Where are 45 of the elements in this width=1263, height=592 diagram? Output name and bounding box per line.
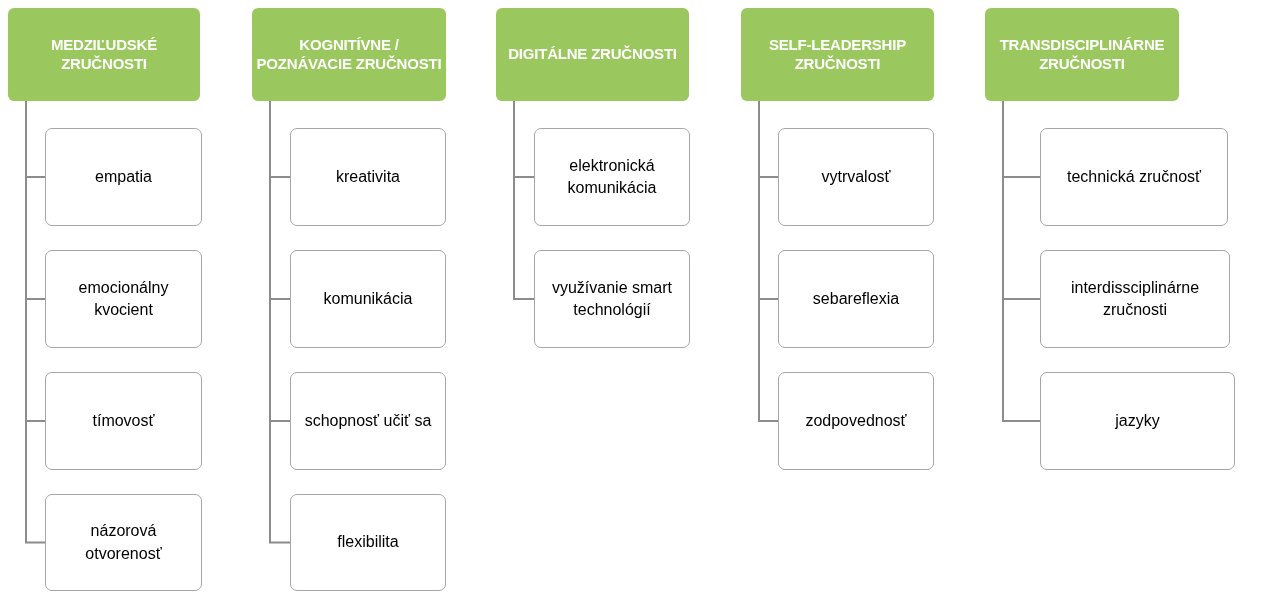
skill-box (45, 128, 202, 226)
category-title: TRANSDISCIPLINÁRNE ZRUČNOSTI (998, 35, 1166, 74)
category-title: MEDZIĽUDSKÉ ZRUČNOSTI (49, 35, 159, 74)
skill-box (45, 250, 202, 348)
skill-box (290, 128, 446, 226)
skill-box (1040, 250, 1230, 348)
skill-box (778, 372, 934, 470)
skill-label: flexibilita (337, 532, 399, 553)
connector-line (758, 100, 779, 422)
category-title: KOGNITÍVNE / POZNÁVACIE ZRUČNOSTI (255, 35, 443, 74)
skill-box (290, 250, 446, 348)
category-header-box (985, 8, 1179, 101)
skill-box (534, 250, 690, 348)
skill-label: jazyky (1115, 410, 1160, 431)
skill-label: využívanie smart technológií (550, 277, 673, 320)
skill-label: elektronická komunikácia (566, 155, 658, 198)
skill-label: emocionálny kvocient (77, 277, 170, 320)
skill-label: názorová otvorenosť (84, 521, 163, 564)
category-header-box (8, 8, 200, 101)
skill-label: sebareflexia (812, 288, 900, 309)
skill-label: empatia (95, 166, 152, 187)
category-header-box (741, 8, 934, 101)
skill-box (778, 128, 934, 226)
skill-label: schopnosť učiť sa (304, 410, 432, 431)
skill-label: interdissciplinárne zručnosti (1069, 277, 1201, 320)
skill-box (1040, 128, 1228, 226)
connector-line (513, 100, 535, 300)
skill-box (45, 372, 202, 470)
skill-box (45, 494, 202, 591)
skill-box (534, 128, 690, 226)
skill-label: technická zručnosť (1066, 166, 1202, 187)
category-header-box (252, 8, 446, 101)
skill-label: vytrvalosť (821, 166, 891, 187)
skill-box (290, 372, 446, 470)
skill-box (1040, 372, 1235, 470)
skill-label: zodpovednosť (805, 410, 907, 431)
skill-label: komunikácia (323, 288, 413, 309)
category-title: SELF-LEADERSHIP ZRUČNOSTI (768, 35, 907, 74)
category-header-box (496, 8, 689, 101)
skill-box (778, 250, 934, 348)
skill-box (290, 494, 446, 591)
skill-label: tímovosť (92, 410, 155, 431)
skill-label: kreativita (336, 166, 400, 187)
category-title: DIGITÁLNE ZRUČNOSTI (508, 45, 677, 64)
connector-line (1002, 100, 1041, 422)
